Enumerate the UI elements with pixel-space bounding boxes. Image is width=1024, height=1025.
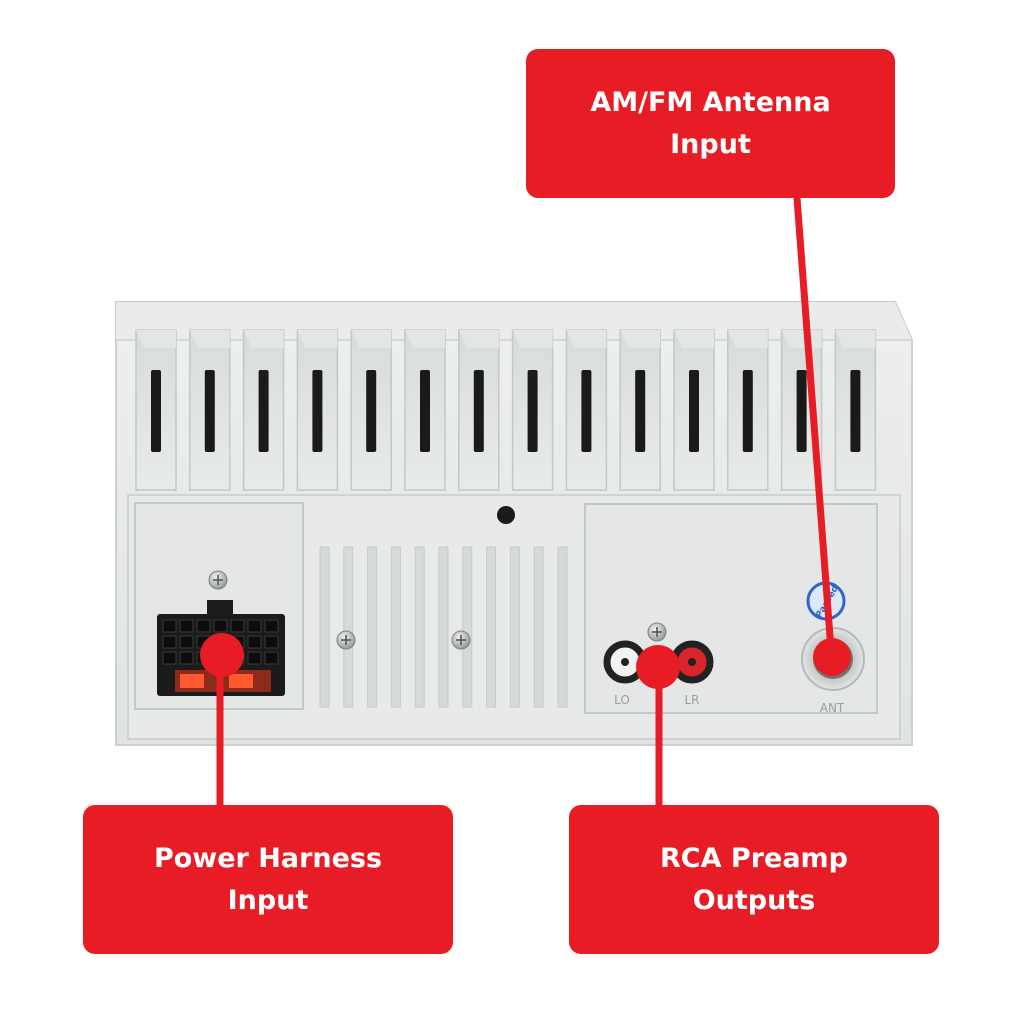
antenna-callout: AM/FM Antenna Input — [526, 49, 895, 198]
mounting-hole — [497, 506, 515, 524]
leader-lines — [216, 194, 835, 809]
vent-slot — [486, 546, 497, 708]
antenna-leader-line — [793, 194, 835, 654]
fin — [511, 329, 554, 491]
vent-slot — [390, 546, 401, 708]
rca-callout-line1: RCA Preamp — [660, 842, 848, 874]
rca-right-marking: LR — [684, 693, 699, 707]
middle-vent-grille — [319, 546, 568, 708]
power-input-marker — [200, 633, 244, 677]
power-callout-line2: Input — [227, 884, 309, 916]
vent-slot — [509, 546, 520, 708]
screw-icon — [647, 622, 667, 642]
antenna-callout-line1: AM/FM Antenna — [590, 86, 831, 118]
power-callout-line1: Power Harness — [153, 842, 383, 874]
fin — [673, 329, 715, 491]
screw-icon — [451, 630, 471, 650]
vent-slot — [343, 546, 354, 708]
rca-jacks: LO LR — [603, 640, 714, 707]
rca-left-marking: LO — [614, 693, 630, 707]
vent-slot — [557, 546, 568, 708]
rca-output-marker — [636, 645, 680, 689]
antenna-marking: ANT — [820, 701, 845, 715]
fin — [350, 329, 392, 491]
antenna-callout-line2: Input — [670, 128, 751, 160]
rca-callout: RCA Preamp Outputs — [569, 805, 939, 954]
screws — [208, 570, 667, 650]
power-callout: Power Harness Input — [83, 805, 453, 954]
vent-slot — [367, 546, 378, 708]
fin — [565, 329, 608, 491]
vent-slot — [319, 546, 330, 708]
fin — [242, 329, 285, 491]
fin — [135, 329, 177, 491]
screw-icon — [208, 570, 228, 590]
leader-dots — [200, 633, 851, 689]
fin — [727, 329, 769, 491]
rca-callout-line2: Outputs — [692, 884, 816, 916]
fin — [619, 329, 661, 491]
heatsink-fins — [135, 329, 877, 491]
vent-slot — [462, 546, 473, 708]
antenna-input-marker — [813, 638, 851, 676]
fin — [296, 329, 339, 491]
vent-slot — [533, 546, 544, 708]
fin — [834, 329, 877, 491]
fin — [458, 329, 500, 491]
fin — [189, 329, 231, 491]
fin — [404, 329, 446, 491]
vent-slot — [414, 546, 425, 708]
screw-icon — [336, 630, 356, 650]
vent-slot — [438, 546, 449, 708]
